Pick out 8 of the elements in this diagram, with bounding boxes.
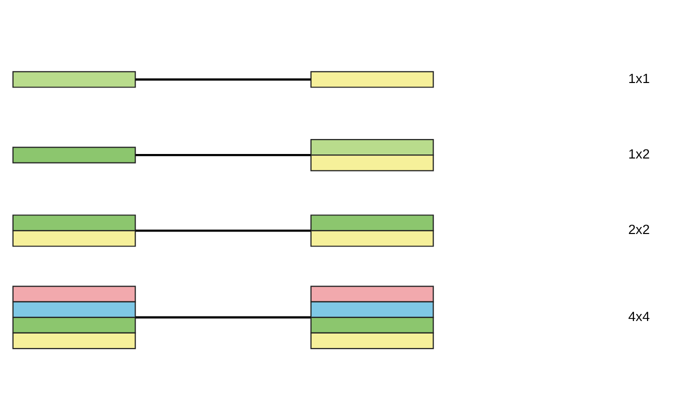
connector	[136, 316, 311, 318]
connector	[136, 78, 311, 80]
label: 2x2	[628, 222, 650, 237]
connector	[136, 229, 311, 232]
label: 1x2	[628, 146, 650, 162]
label: 1x1	[628, 70, 650, 86]
label: 4x4	[628, 308, 650, 324]
connector	[136, 153, 311, 156]
